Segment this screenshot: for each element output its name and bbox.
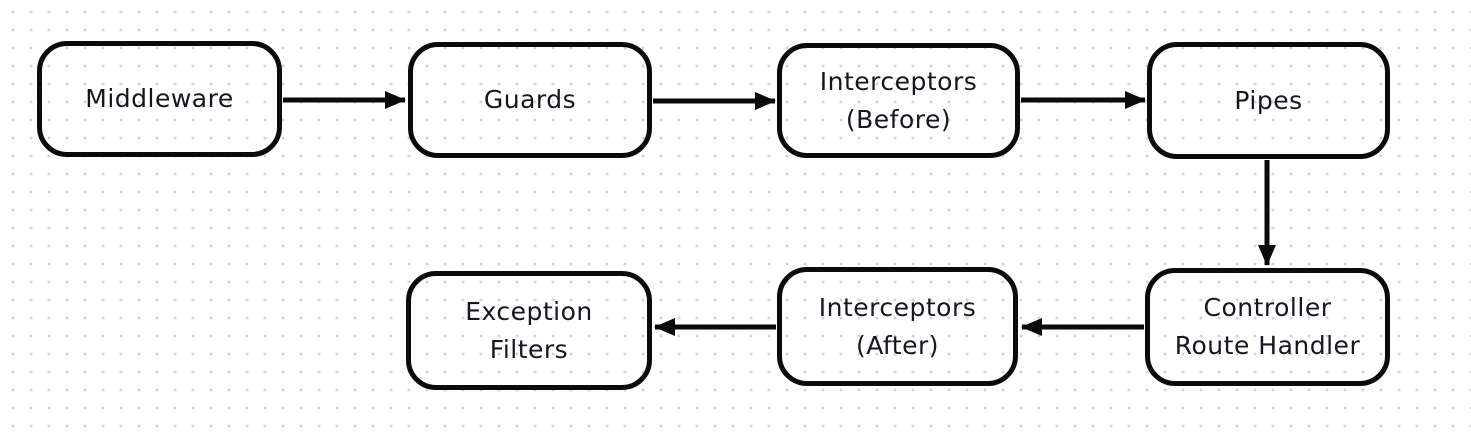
- node-middleware: Middleware: [37, 41, 282, 157]
- node-interceptors-before-label: Interceptors (Before): [819, 66, 978, 134]
- node-interceptors-before: Interceptors (Before): [777, 43, 1020, 158]
- node-controller-route-handler: Controller Route Handler: [1145, 268, 1390, 386]
- node-controller-route-handler-label: Controller Route Handler: [1174, 293, 1361, 360]
- node-guards: Guards: [408, 42, 652, 158]
- node-exception-filters-label: Exception Filters: [465, 296, 593, 364]
- node-pipes: Pipes: [1147, 42, 1390, 159]
- node-interceptors-after-label: Interceptors (After): [818, 292, 977, 360]
- node-exception-filters: Exception Filters: [406, 271, 652, 390]
- node-pipes-label: Pipes: [1234, 85, 1303, 115]
- node-guards-label: Guards: [483, 85, 577, 114]
- node-middleware-label: Middleware: [85, 84, 234, 113]
- node-interceptors-after: Interceptors (After): [777, 267, 1018, 386]
